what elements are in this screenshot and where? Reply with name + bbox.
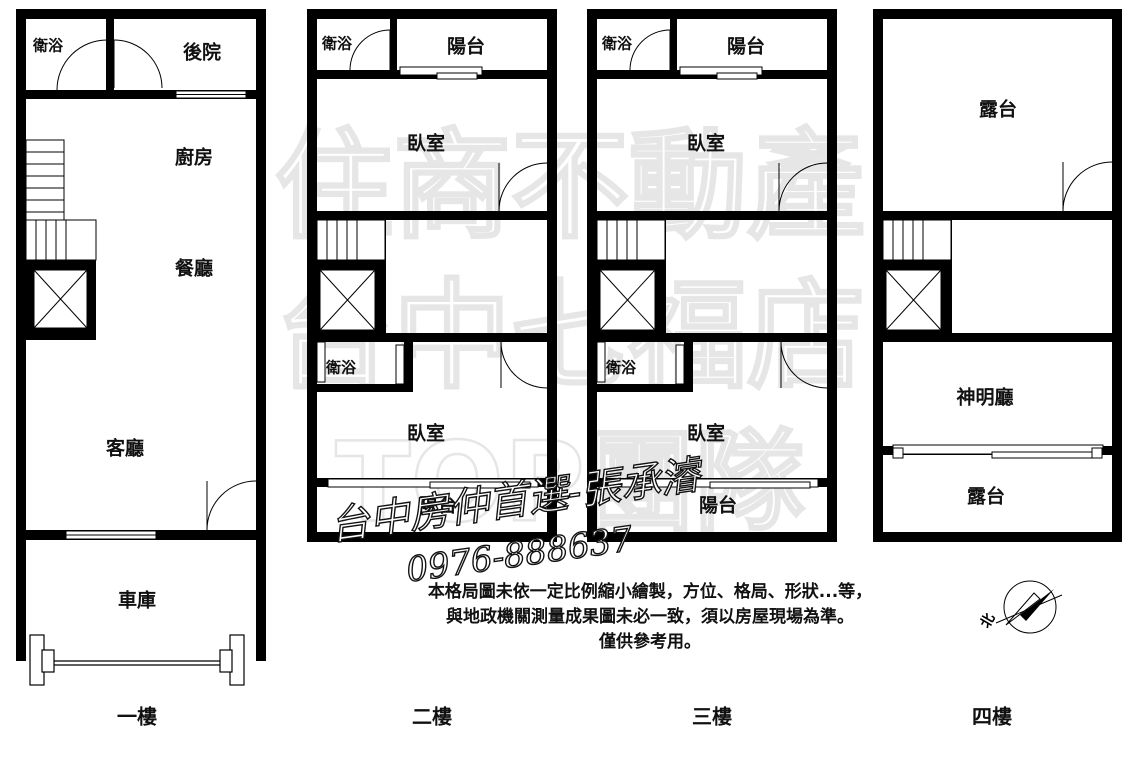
room-label: 衛浴 bbox=[321, 35, 353, 53]
floor-1-plan: 衛浴 後院 廚房 餐廳 客廳 車庫 bbox=[16, 9, 266, 686]
wall bbox=[256, 9, 266, 661]
room-label: 衛浴 bbox=[32, 37, 64, 55]
disclaimer-line3: 僅供參考用。 bbox=[599, 632, 701, 652]
staircase bbox=[316, 219, 386, 261]
door-swing bbox=[56, 39, 108, 91]
room-label: 車庫 bbox=[118, 589, 156, 612]
room-label: 臥室 bbox=[687, 422, 725, 445]
disclaimer-line2: 與地政機關測量成果圖未必一致，須以房屋現場為準。 bbox=[446, 607, 854, 627]
compass-north-label: 北 bbox=[978, 611, 999, 631]
room-label: 陽台 bbox=[727, 35, 765, 58]
door-swing bbox=[113, 39, 163, 89]
room-label: 客廳 bbox=[106, 437, 144, 460]
sliding-door bbox=[892, 444, 1104, 459]
compass-icon: 北 bbox=[978, 580, 1063, 634]
door-swing bbox=[629, 29, 671, 71]
room-label: 後院 bbox=[183, 41, 221, 64]
room-label: 廚房 bbox=[175, 146, 213, 169]
floor-label-2: 二樓 bbox=[412, 705, 452, 729]
door-swing bbox=[349, 29, 391, 71]
room-label: 衛浴 bbox=[325, 359, 357, 377]
room-label: 臥室 bbox=[687, 132, 725, 155]
door-swing bbox=[780, 341, 828, 389]
floor-label-3: 三樓 bbox=[692, 705, 732, 729]
wall bbox=[16, 9, 266, 19]
staircase bbox=[596, 219, 666, 261]
room-label: 衛浴 bbox=[605, 359, 637, 377]
wall bbox=[16, 90, 266, 99]
door-swing bbox=[498, 162, 548, 212]
wall bbox=[16, 9, 26, 661]
wall bbox=[106, 19, 114, 90]
door-swing bbox=[206, 480, 257, 531]
floor-2-plan: 衛浴 陽台 臥室 衛浴 臥室 陽台 bbox=[307, 9, 557, 542]
room-label: 衛浴 bbox=[601, 35, 633, 53]
room-label: 神明廳 bbox=[956, 386, 1013, 409]
floor-4-plan: 露台 神明廳 露台 bbox=[873, 9, 1122, 542]
staircase bbox=[25, 139, 97, 261]
room-label: 餐廳 bbox=[175, 257, 213, 280]
sliding-door bbox=[607, 66, 819, 489]
disclaimer: 本格局圖未依一定比例縮小繪製，方位、格局、形狀...等， 與地政機關測量成果圖未… bbox=[300, 580, 1000, 655]
floor-3-plan: 衛浴 陽台 臥室 衛浴 臥室 陽台 bbox=[587, 9, 837, 542]
door-swing bbox=[500, 341, 548, 389]
disclaimer-line1: 本格局圖未依一定比例縮小繪製，方位、格局、形狀...等， bbox=[427, 582, 873, 602]
floor-label-1: 一樓 bbox=[117, 705, 157, 729]
room-label: 露台 bbox=[967, 485, 1005, 508]
room-label: 露台 bbox=[979, 98, 1017, 121]
floor-label-4: 四樓 bbox=[972, 705, 1012, 729]
door-swing bbox=[1062, 161, 1113, 212]
room-label: 臥室 bbox=[407, 132, 445, 155]
sliding-door bbox=[327, 66, 539, 489]
door-swing bbox=[778, 162, 828, 212]
room-label: 陽台 bbox=[447, 35, 485, 58]
staircase bbox=[882, 219, 952, 261]
room-label: 陽台 bbox=[419, 494, 457, 517]
room-label: 陽台 bbox=[699, 494, 737, 517]
room-label: 臥室 bbox=[407, 422, 445, 445]
garage-gate bbox=[29, 634, 245, 686]
